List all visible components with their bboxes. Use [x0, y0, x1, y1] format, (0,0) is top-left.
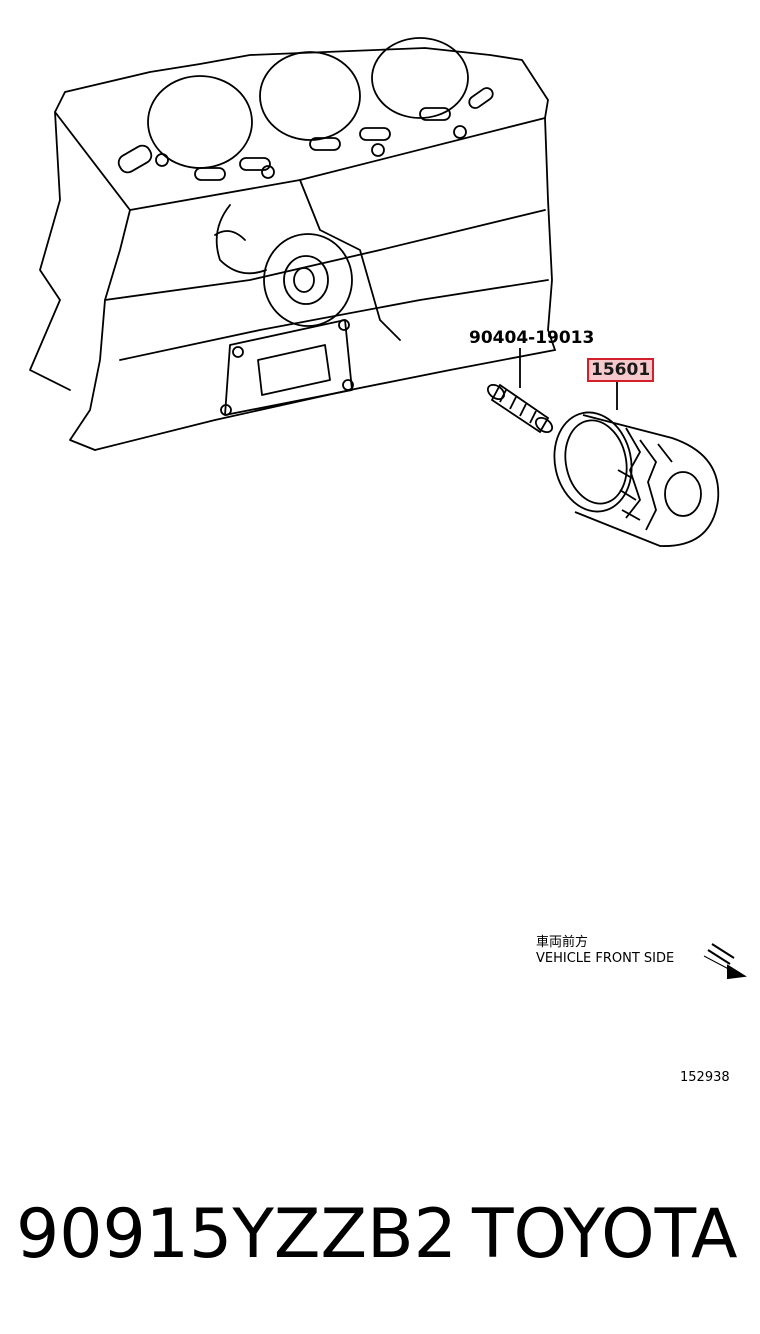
callout-stud-part-number[interactable]: 90404-19013 [469, 328, 595, 348]
direction-label-jp: 車両前方 [536, 935, 589, 950]
direction-label-en: VEHICLE FRONT SIDE [536, 951, 675, 966]
callout-filter-part-number[interactable]: 15601 [587, 358, 655, 382]
engine-block-illustration [29, 37, 556, 451]
part-number: 90915YZZB2 [16, 1195, 457, 1274]
illustration-number: 152938 [680, 1070, 730, 1085]
union-stud-illustration [486, 348, 554, 434]
brand-name: TOYOTA [472, 1195, 738, 1274]
footer: 90915YZZB2 TOYOTA [0, 1190, 760, 1280]
parts-diagram [29, 37, 747, 980]
direction-arrow-icon [703, 943, 747, 980]
oil-filter-illustration [553, 382, 720, 547]
